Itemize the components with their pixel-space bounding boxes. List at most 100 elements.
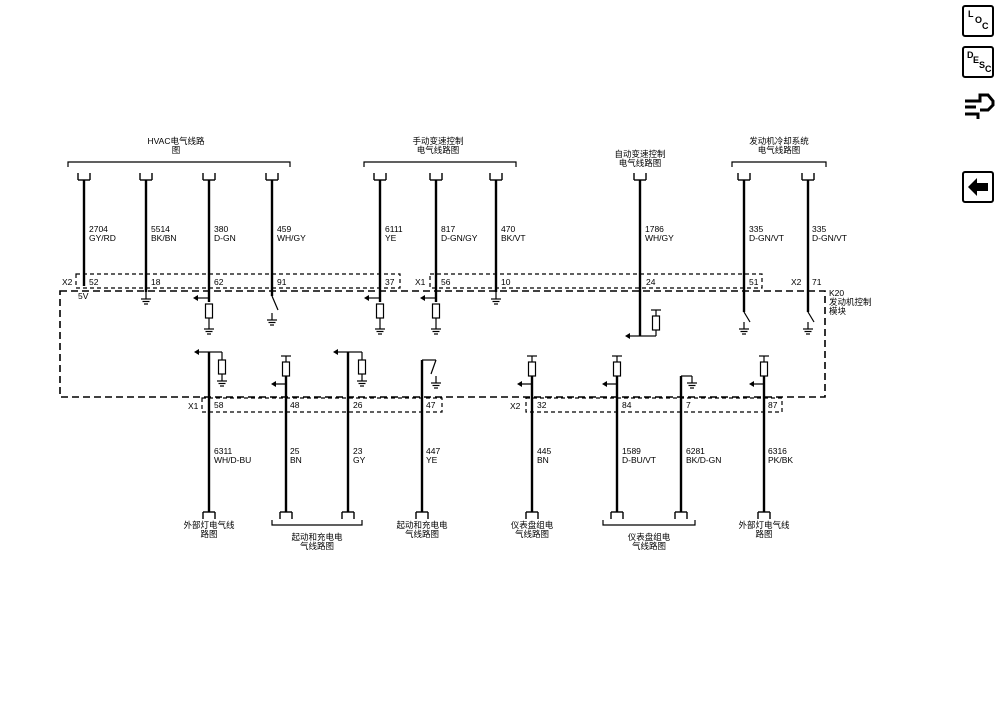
pin-number: 18 xyxy=(151,277,161,287)
ext-left-line2: 路图 xyxy=(200,529,217,539)
ipc1-line2: 气线路图 xyxy=(515,529,549,539)
cooling-label-line2: 电气线路图 xyxy=(758,145,801,155)
back-button[interactable] xyxy=(962,171,994,203)
top-wire-color: D-GN/VT xyxy=(812,233,847,243)
auto-label-line2: 电气线路图 xyxy=(619,158,662,168)
bottom-wire-circuit: 1589 xyxy=(622,446,641,456)
manual-label-line2: 电气线路图 xyxy=(417,145,460,155)
bottom-wires xyxy=(207,352,766,512)
connector-x2-bottom: X2 xyxy=(510,401,521,411)
bottom-wire-labels: 6311 WH/D-BU 25 BN 23 GY 447 YE 445 BN 1… xyxy=(214,446,793,465)
top-wire-color: BK/BN xyxy=(151,233,177,243)
pin-number: 84 xyxy=(622,400,632,410)
top-wire-labels: 2704 GY/RD 5514 BK/BN 380 D-GN 459 WH/GY… xyxy=(89,224,847,243)
pin-number: 51 xyxy=(749,277,759,287)
description-button[interactable]: D E S C xyxy=(962,46,994,78)
connector-x2-right: X2 xyxy=(791,277,802,287)
module-internal-symbols-lower xyxy=(194,349,769,389)
pin-number: 47 xyxy=(426,400,436,410)
top-connector-boxes: X2 X1 X2 5V xyxy=(62,273,802,301)
bracket-hvac: HVAC电气线路 图 xyxy=(67,136,291,167)
bottom-wire-circuit: 23 xyxy=(353,446,363,456)
ipc1-line1: 仪表盘组电 xyxy=(511,520,554,530)
connector-x1-top: X1 xyxy=(415,277,426,287)
top-wire-circuit: 1786 xyxy=(645,224,664,234)
pin-5v-label: 5V xyxy=(78,291,89,301)
start-charge2-line2: 气线路图 xyxy=(405,529,439,539)
ipc2-line2: 气线路图 xyxy=(632,541,666,551)
pin-number: 62 xyxy=(214,277,224,287)
hvac-label-line1: HVAC电气线路 xyxy=(148,136,205,146)
pin-number: 71 xyxy=(812,277,822,287)
ext-right-line1: 外部灯电气线 xyxy=(738,520,790,530)
top-wire-circuit: 5514 xyxy=(151,224,170,234)
bottom-wire-circuit: 445 xyxy=(537,446,551,456)
ipc2-line1: 仪表盘组电 xyxy=(628,532,671,542)
auto-group: 自动变速控制 电气线路图 xyxy=(614,149,665,168)
desc-letter-e: E xyxy=(973,55,980,65)
top-wire-color: D-GN xyxy=(214,233,236,243)
module-k20-outline: K20 发动机控制 模块 xyxy=(59,288,872,398)
top-wire-color: WH/GY xyxy=(277,233,306,243)
bracket-manual: 手动变速控制 电气线路图 xyxy=(363,136,517,167)
bottom-wire-color: BN xyxy=(290,455,302,465)
left-arrow-icon xyxy=(968,178,988,196)
desc-letter-s: S xyxy=(979,60,986,70)
bottom-connectors xyxy=(202,511,771,520)
ext-left-line1: 外部灯电气线 xyxy=(183,520,235,530)
desc-letter-d: D xyxy=(967,50,974,60)
start-charge-line1: 起动和充电电 xyxy=(291,532,343,542)
bottom-wire-color: D-BU/VT xyxy=(622,455,656,465)
top-wire-color: WH/GY xyxy=(645,233,674,243)
pin-number: 48 xyxy=(290,400,300,410)
bottom-connector-boxes: X1 X2 xyxy=(188,397,783,413)
desc-letter-c: C xyxy=(985,64,992,74)
top-wire-circuit: 6111 xyxy=(385,224,403,234)
bottom-wire-circuit: 6311 xyxy=(214,446,233,456)
top-wire-color: D-GN/GY xyxy=(441,233,478,243)
bottom-pin-numbers: 58 48 26 47 32 84 7 87 xyxy=(214,400,778,410)
top-wires xyxy=(82,180,810,336)
ext-right-line2: 路图 xyxy=(755,529,772,539)
bottom-wire-color: BK/D-GN xyxy=(686,455,721,465)
pin-number: 24 xyxy=(646,277,656,287)
bottom-wire-circuit: 6316 xyxy=(768,446,787,456)
pin-number: 26 xyxy=(353,400,363,410)
bottom-wire-color: WH/D-BU xyxy=(214,455,251,465)
top-wire-circuit: 470 xyxy=(501,224,515,234)
bottom-group-labels: 外部灯电气线 路图 起动和充电电 气线路图 起动和充电电 气线路图 仪表盘组电 … xyxy=(183,520,790,551)
module-internal-symbols xyxy=(140,291,815,339)
bottom-brackets xyxy=(271,520,696,526)
top-wire-circuit: 380 xyxy=(214,224,228,234)
pin-number: 87 xyxy=(768,400,778,410)
loc-letter-c: C xyxy=(982,21,989,31)
auto-label-line1: 自动变速控制 xyxy=(614,149,665,159)
pin-number: 52 xyxy=(89,277,99,287)
location-button[interactable]: L O C xyxy=(962,5,994,37)
bottom-wire-circuit: 25 xyxy=(290,446,300,456)
connector-icon xyxy=(965,93,995,119)
pin-number: 32 xyxy=(537,400,547,410)
bottom-wire-color: YE xyxy=(426,455,438,465)
top-wire-circuit: 335 xyxy=(812,224,826,234)
pin-number: 10 xyxy=(501,277,511,287)
pin-number: 58 xyxy=(214,400,224,410)
connector-x1-bottom: X1 xyxy=(188,401,199,411)
bottom-wire-circuit: 6281 xyxy=(686,446,705,456)
loc-letter-o: O xyxy=(975,15,983,25)
top-wire-circuit: 2704 xyxy=(89,224,108,234)
top-wire-circuit: 335 xyxy=(749,224,763,234)
bottom-wire-color: BN xyxy=(537,455,549,465)
top-wire-color: YE xyxy=(385,233,397,243)
bracket-cooling: 发动机冷却系统 电气线路图 xyxy=(731,136,827,167)
top-wire-circuit: 817 xyxy=(441,224,455,234)
connector-view-button[interactable] xyxy=(962,87,996,121)
pin-number: 56 xyxy=(441,277,451,287)
top-wire-color: BK/VT xyxy=(501,233,526,243)
module-name-line1: 发动机控制 xyxy=(829,297,872,307)
cooling-label-line1: 发动机冷却系统 xyxy=(749,136,809,146)
top-wire-color: D-GN/VT xyxy=(749,233,784,243)
pin-number: 7 xyxy=(686,400,691,410)
top-wire-circuit: 459 xyxy=(277,224,291,234)
